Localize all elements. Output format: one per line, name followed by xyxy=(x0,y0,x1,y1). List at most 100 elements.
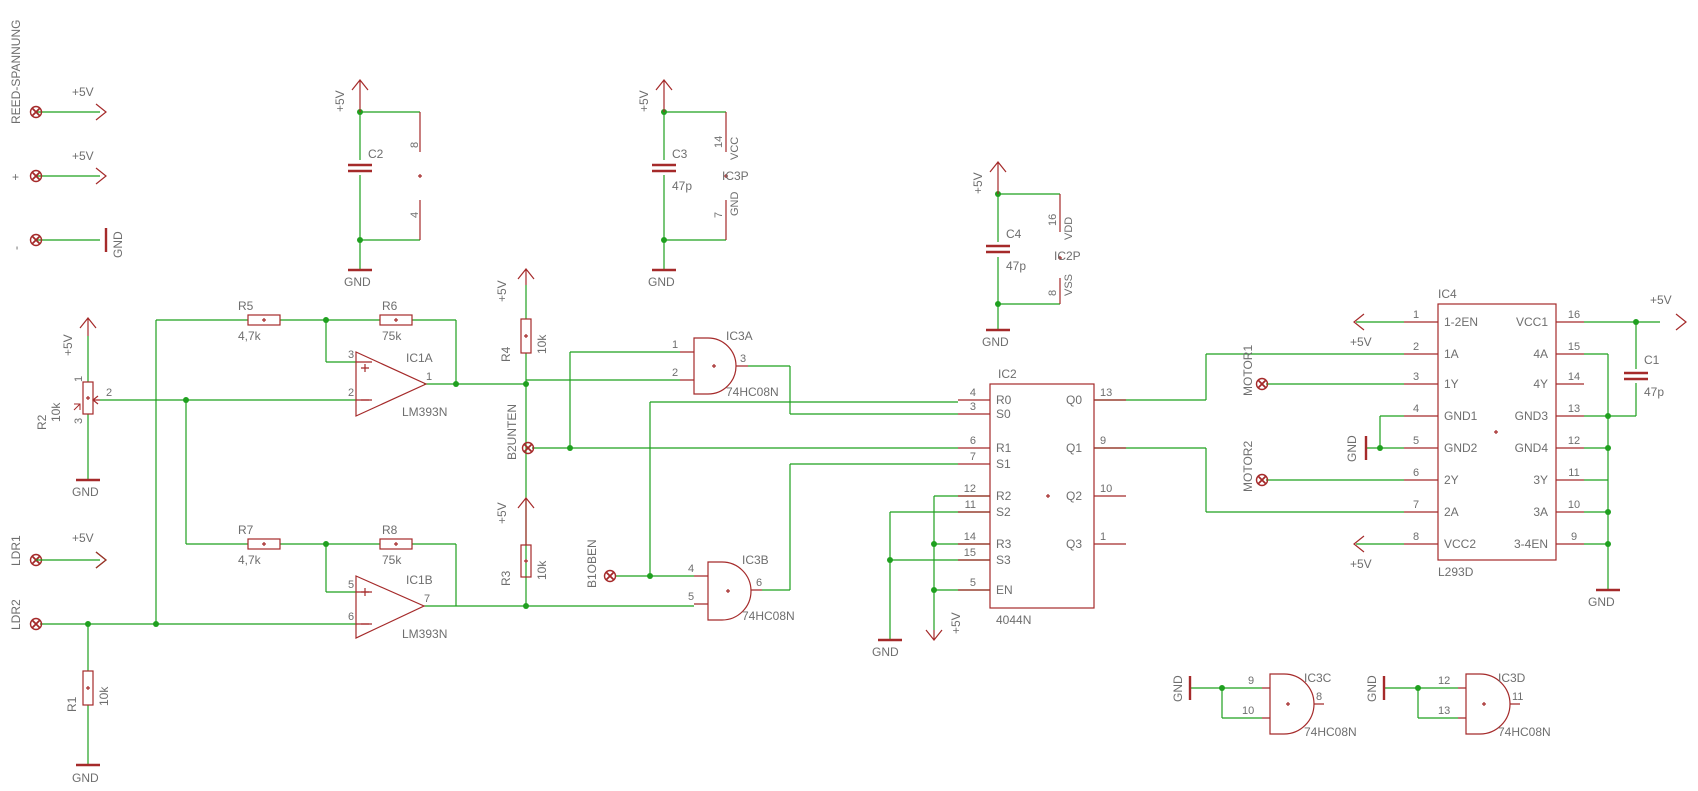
capacitor-c2[interactable]: C2 xyxy=(348,147,384,173)
ic4-pin-number: 14 xyxy=(1568,371,1580,383)
svg-text:1: 1 xyxy=(426,371,432,383)
ic2-latch[interactable]: IC2 4044N xyxy=(958,367,1126,627)
and-gate-ic3a[interactable]: 1 2 3 IC3A 74HC08N xyxy=(672,329,779,399)
ic4-pin-label: 4A xyxy=(1533,347,1548,361)
ic4-pin-number: 1 xyxy=(1413,309,1419,321)
resistor-r1[interactable]: R1 10k xyxy=(65,670,111,712)
capacitor-c3[interactable]: C3 47p xyxy=(652,147,692,193)
connector-reed-voltage[interactable]: REED-SPANNUNG xyxy=(9,20,43,124)
resistor-r5[interactable]: R5 4,7k xyxy=(238,299,281,343)
resistor-r3[interactable]: R3 10k xyxy=(499,544,549,586)
resistor-r7[interactable]: R7 4,7k xyxy=(238,523,281,567)
svg-text:R2: R2 xyxy=(35,414,49,430)
supply-5v-c4: +5V xyxy=(971,161,1007,194)
svg-text:1: 1 xyxy=(73,376,85,382)
supply-5v-r4: +5V xyxy=(495,268,535,302)
capacitor-c4[interactable]: C4 47p xyxy=(986,227,1026,273)
svg-text:GND: GND xyxy=(1365,675,1379,702)
connector-b2unten[interactable]: B2UNTEN xyxy=(505,404,535,460)
svg-text:R1: R1 xyxy=(65,696,79,712)
svg-text:8: 8 xyxy=(409,142,421,148)
svg-text:10k: 10k xyxy=(97,686,111,706)
motor2-label: MOTOR2 xyxy=(1241,441,1255,492)
svg-text:IC3P: IC3P xyxy=(722,169,749,183)
gnd-ic3c: GND xyxy=(1171,675,1192,702)
resistor-r8[interactable]: R8 75k xyxy=(379,523,413,567)
gnd-c2: GND xyxy=(344,268,372,289)
svg-text:1: 1 xyxy=(672,339,678,351)
svg-text:74HC08N: 74HC08N xyxy=(1304,725,1357,739)
connector-motor2[interactable]: MOTOR2 xyxy=(1241,441,1269,492)
supply-5v-right-ic4: +5V xyxy=(1650,293,1687,331)
svg-text:7: 7 xyxy=(713,212,725,218)
ic2-pin-label: R1 xyxy=(996,441,1012,455)
ic2-pin-number: 4 xyxy=(970,387,976,399)
connector-ldr2[interactable]: LDR2 xyxy=(9,599,43,631)
wires xyxy=(36,111,1660,765)
supply-5v-ic4-pin8: +5V xyxy=(1350,535,1372,571)
connector-ldr1[interactable]: LDR1 xyxy=(9,535,43,567)
ic2-pin-label: R3 xyxy=(996,537,1012,551)
ic4-pin-number: 7 xyxy=(1413,499,1419,511)
and-gate-ic3d[interactable]: 12 13 11 IC3D 74HC08N xyxy=(1438,671,1551,739)
svg-text:+5V: +5V xyxy=(971,172,985,194)
supply-5v-ic2-en: +5V xyxy=(925,612,963,641)
ic2-pin-number: 1 xyxy=(1100,531,1106,543)
potentiometer-r2[interactable]: 1 2 3 R2 10k xyxy=(35,376,112,430)
svg-text:3: 3 xyxy=(73,418,85,424)
comparator-ic1a[interactable]: 3 2 1 IC1A LM393N xyxy=(348,349,447,419)
svg-text:5: 5 xyxy=(688,591,694,603)
connector-minus[interactable]: - xyxy=(9,233,43,251)
svg-text:VDD: VDD xyxy=(1063,217,1075,240)
ldr1-label: LDR1 xyxy=(9,535,23,566)
ldr2-label: LDR2 xyxy=(9,599,23,630)
ic2-pin-label: S1 xyxy=(996,457,1011,471)
svg-text:75k: 75k xyxy=(382,329,402,343)
motor1-label: MOTOR1 xyxy=(1241,345,1255,396)
supply-5v-right-2: +5V xyxy=(72,149,107,185)
comparator-ic1b[interactable]: 5 6 7 IC1B LM393N xyxy=(348,573,447,641)
supply-5v-c3: +5V xyxy=(637,79,673,112)
ic2-pin-label: S3 xyxy=(996,553,1011,567)
svg-text:R6: R6 xyxy=(382,299,398,313)
svg-text:47p: 47p xyxy=(1644,385,1664,399)
connector-b1oben[interactable]: B1OBEN xyxy=(585,539,617,588)
and-gate-ic3b[interactable]: 4 5 6 IC3B 74HC08N xyxy=(688,553,795,623)
svg-text:GND: GND xyxy=(729,192,741,217)
svg-text:+5V: +5V xyxy=(1650,293,1672,307)
svg-text:GND: GND xyxy=(344,275,371,289)
ic4-driver[interactable]: IC4 L293D xyxy=(1404,287,1584,579)
gnd-r1: GND xyxy=(72,763,100,785)
svg-text:+5V: +5V xyxy=(1350,557,1372,571)
svg-text:4,7k: 4,7k xyxy=(238,553,262,567)
minus-label: - xyxy=(9,246,23,250)
ic4-pin-number: 5 xyxy=(1413,435,1419,447)
svg-text:9: 9 xyxy=(1248,675,1254,687)
svg-text:47p: 47p xyxy=(672,179,692,193)
connector-motor1[interactable]: MOTOR1 xyxy=(1241,345,1269,396)
svg-text:IC1A: IC1A xyxy=(406,351,433,365)
gnd-c4: GND xyxy=(982,328,1010,349)
svg-text:5: 5 xyxy=(348,579,354,591)
ic2-pin-label: Q2 xyxy=(1066,489,1082,503)
connector-plus[interactable]: + xyxy=(12,169,43,184)
svg-text:3: 3 xyxy=(740,353,746,365)
resistor-r4[interactable]: R4 10k xyxy=(499,318,549,362)
supply-5v-r2: +5V xyxy=(61,317,97,356)
ic4-pin-label: 2Y xyxy=(1444,473,1459,487)
svg-text:LM393N: LM393N xyxy=(402,405,447,419)
ic2-pin-number: 12 xyxy=(964,483,976,495)
svg-text:IC2: IC2 xyxy=(998,367,1017,381)
svg-text:VSS: VSS xyxy=(1063,274,1075,296)
svg-text:GND: GND xyxy=(111,231,125,258)
svg-text:+5V: +5V xyxy=(637,90,651,112)
ic2-pin-label: Q3 xyxy=(1066,537,1082,551)
capacitor-c1[interactable]: C1 47p xyxy=(1624,353,1664,399)
resistor-r6[interactable]: R6 75k xyxy=(379,299,413,343)
and-gate-ic3c[interactable]: 9 10 8 IC3C 74HC08N xyxy=(1242,671,1357,739)
svg-text:4,7k: 4,7k xyxy=(238,329,262,343)
svg-text:+5V: +5V xyxy=(495,280,509,302)
svg-text:R4: R4 xyxy=(499,346,513,362)
ic4-pin-number: 6 xyxy=(1413,467,1419,479)
